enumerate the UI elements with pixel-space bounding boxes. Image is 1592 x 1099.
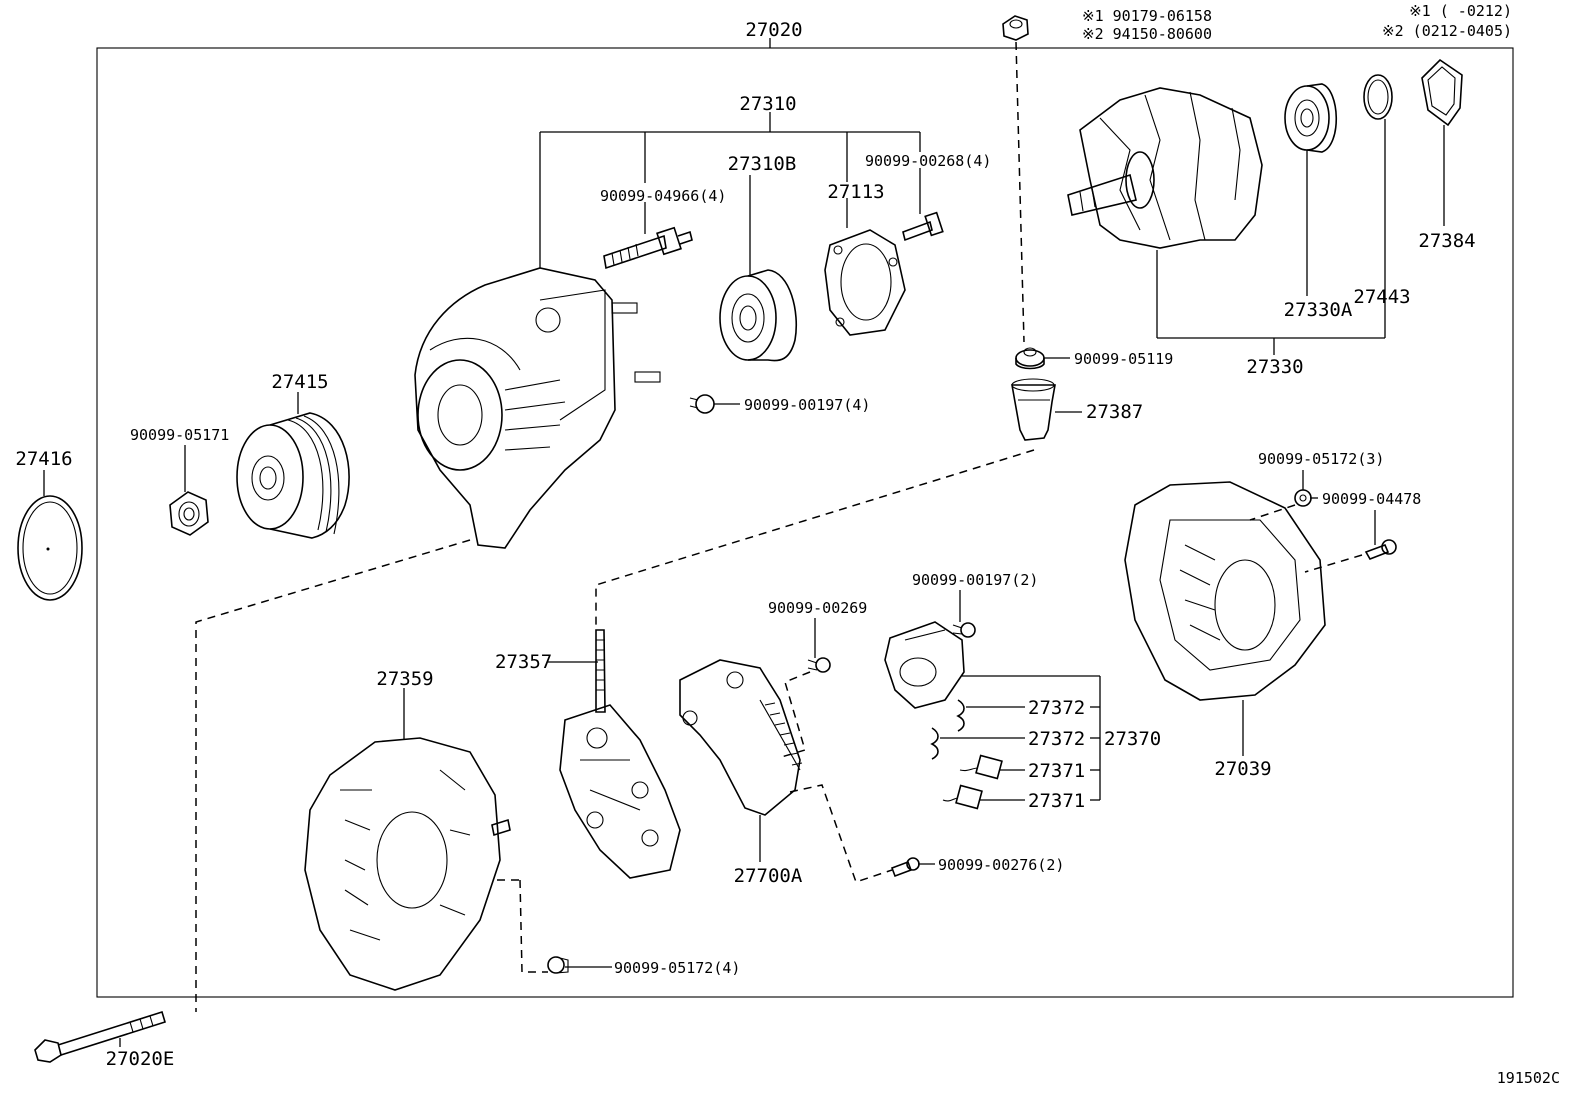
label-27039[interactable]: 27039	[1214, 758, 1271, 780]
part-90099-00197-2-screw[interactable]	[952, 622, 976, 638]
label-90099-00276[interactable]: 90099-00276(2)	[938, 856, 1064, 874]
part-27372-spring-a[interactable]	[956, 699, 965, 732]
part-27330-rotor[interactable]	[1067, 87, 1263, 249]
label-27330[interactable]: 27330	[1246, 356, 1303, 378]
label-90099-00197-2[interactable]: 90099-00197(2)	[912, 571, 1038, 589]
label-27372-a[interactable]: 27372	[1028, 697, 1085, 719]
part-27330a-bearing[interactable]	[1284, 83, 1338, 153]
part-90099-00269-screw[interactable]	[807, 657, 831, 673]
label-90099-00268[interactable]: 90099-00268(4)	[865, 152, 991, 170]
part-90099-00276-2-screw[interactable]	[890, 857, 920, 878]
part-90099-05172-4-nut[interactable]	[547, 956, 569, 974]
legend-note-2: ※2 (0212-0405)	[1382, 22, 1512, 40]
part-90099-00197-4-screw[interactable]	[689, 394, 715, 414]
part-27415-pulley[interactable]	[236, 412, 350, 539]
diagram-code: 191502C	[1497, 1069, 1560, 1087]
part-27310b-bearing[interactable]	[719, 269, 798, 362]
label-27359[interactable]: 27359	[376, 668, 433, 690]
bolt-note-2[interactable]: ※2 94150-80600	[1082, 25, 1212, 43]
part-27416-cover[interactable]	[17, 495, 83, 601]
label-27443[interactable]: 27443	[1353, 286, 1410, 308]
part-27039-rear-cover[interactable]	[1124, 481, 1326, 701]
label-90099-04478[interactable]: 90099-04478	[1322, 490, 1421, 508]
label-27372-b[interactable]: 27372	[1028, 728, 1085, 750]
label-27387[interactable]: 27387	[1086, 401, 1143, 423]
bolt-note-1[interactable]: ※1 90179-06158	[1082, 7, 1212, 25]
assembly-frame	[96, 47, 1514, 998]
label-27113[interactable]: 27113	[827, 181, 884, 203]
part-labels: 27020 27310 27310B 27113 90099-00268(4) …	[15, 2, 1560, 1087]
label-27330a[interactable]: 27330A	[1284, 299, 1353, 321]
leader-lines	[43, 112, 1445, 1047]
part-90099-05119-nut[interactable]	[1015, 347, 1045, 370]
label-90099-00269[interactable]: 90099-00269	[768, 599, 867, 617]
part-27020e-bolt[interactable]	[34, 1010, 166, 1063]
label-27384[interactable]: 27384	[1418, 230, 1475, 252]
label-90099-05119[interactable]: 90099-05119	[1074, 350, 1173, 368]
label-27357[interactable]: 27357	[495, 651, 552, 673]
part-top-bolt[interactable]	[1002, 15, 1029, 41]
part-90099-05171-nut[interactable]	[169, 491, 209, 536]
label-90099-04966[interactable]: 90099-04966(4)	[600, 187, 726, 205]
label-27371-b[interactable]: 27371	[1028, 790, 1085, 812]
label-27020[interactable]: 27020	[745, 19, 802, 41]
part-27384-insulator[interactable]	[1421, 58, 1463, 127]
label-27310[interactable]: 27310	[739, 93, 796, 115]
label-90099-00197-4[interactable]: 90099-00197(4)	[744, 396, 870, 414]
part-90099-04478-screw[interactable]	[1364, 539, 1397, 560]
part-27113-retainer-plate[interactable]	[824, 229, 906, 336]
part-27371-brush-a[interactable]	[959, 754, 1003, 780]
alignment-lines	[195, 41, 1363, 1012]
part-27357-rectifier[interactable]	[559, 629, 681, 879]
legend-note-1: ※1 ( -0212)	[1409, 2, 1512, 20]
part-90099-00268-screw[interactable]	[902, 211, 944, 242]
label-27020e[interactable]: 27020E	[106, 1048, 175, 1070]
label-90099-05172-3[interactable]: 90099-05172(3)	[1258, 450, 1384, 468]
part-27372-spring-b[interactable]	[930, 727, 939, 760]
label-27415[interactable]: 27415	[271, 371, 328, 393]
part-27443-ring[interactable]	[1363, 74, 1393, 120]
part-27700a-regulator[interactable]	[679, 659, 803, 816]
label-27370[interactable]: 27370	[1104, 728, 1161, 750]
part-27310-drive-end-frame[interactable]	[414, 267, 661, 549]
label-27371-a[interactable]: 27371	[1028, 760, 1085, 782]
label-27416[interactable]: 27416	[15, 448, 72, 470]
part-27370-brush-holder[interactable]	[884, 621, 965, 709]
label-90099-05172-4[interactable]: 90099-05172(4)	[614, 959, 740, 977]
part-27371-brush-b[interactable]	[942, 784, 983, 810]
part-27359-rear-frame[interactable]	[304, 737, 511, 991]
part-27387-bushing[interactable]	[1011, 378, 1056, 441]
part-90099-04966-stud[interactable]	[603, 226, 693, 270]
label-27310b[interactable]: 27310B	[728, 153, 797, 175]
label-90099-05171[interactable]: 90099-05171	[130, 426, 229, 444]
part-90099-05172-3-nut[interactable]	[1294, 489, 1312, 507]
label-27700a[interactable]: 27700A	[734, 865, 803, 887]
